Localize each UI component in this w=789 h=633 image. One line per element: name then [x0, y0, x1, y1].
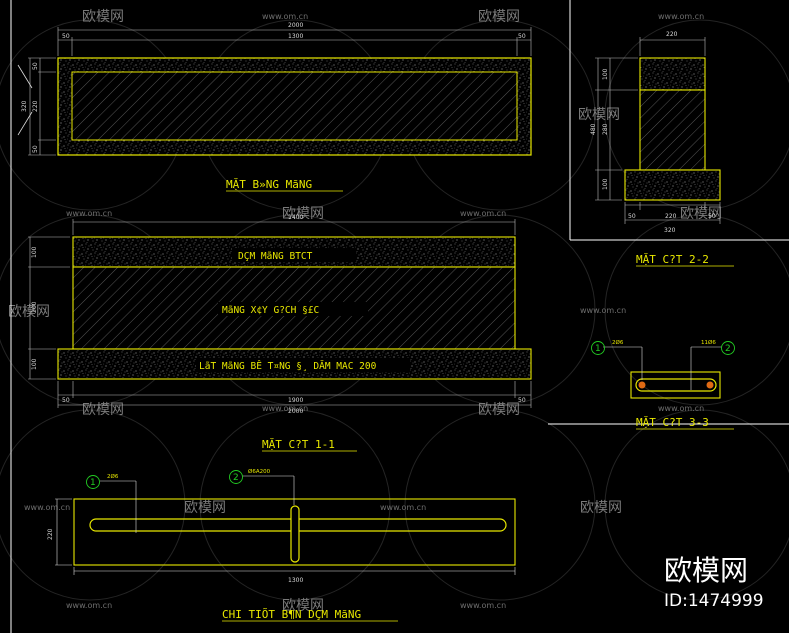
plan-view: 2000 50 1300 50 50 220 50 320 MẶT B»NG M… — [17, 22, 532, 192]
beam-mark-1: 1 — [90, 478, 96, 488]
plan-dim-left-top: 50 — [32, 62, 39, 70]
plan-dim-top-left: 50 — [62, 33, 70, 40]
watermark-brand: 欧模网 — [184, 500, 226, 516]
beam-detail-main-bar — [89, 518, 507, 532]
plan-dim-left-bottom: 50 — [32, 145, 39, 153]
watermark-site: www.om.cn — [658, 404, 704, 413]
beam-dim-left: 220 — [47, 528, 54, 540]
section-3-note-1: 2Ø6 — [612, 339, 624, 346]
section-1-view: DÇM MãNG BTCT MãNG X¢Y G?CH §£C LãT MãNG… — [28, 214, 532, 452]
watermark-site: www.om.cn — [460, 209, 506, 218]
watermark-site: www.om.cn — [580, 306, 626, 315]
watermark-brand: 欧模网 — [478, 9, 520, 25]
section-2-dim-top: 220 — [666, 31, 678, 38]
watermark-brand: 欧模网 — [82, 9, 124, 25]
plan-view-title: MẶT B»NG MãNG — [226, 178, 312, 191]
section-1-dim-left-mid: 200 — [31, 301, 38, 313]
section-2-base — [624, 169, 721, 201]
beam-dim-bottom: 1300 — [288, 577, 303, 584]
section-1-base-label: LãT MãNG BÊ T¤NG §¸ DĂM MAC 200 — [199, 360, 377, 372]
watermark-brand: 欧模网 — [282, 598, 324, 614]
plan-dim-left-mid: 220 — [32, 100, 39, 112]
beam-detail-view: 1 2 2Ø6 Ø6A200 220 1300 CHI TIÕT B¶N DÇM… — [47, 468, 516, 622]
section-1-dim-bottom-mid: 1900 — [288, 397, 303, 404]
section-1-dim-top: 1400 — [288, 214, 303, 221]
section-3-outline — [630, 371, 721, 399]
beam-detail-title: CHI TIÕT B¶N DÇM MãNG — [222, 608, 361, 621]
watermark-brand: 欧模网 — [282, 206, 324, 222]
section-2-dim-bottom-right: 50 — [708, 213, 716, 220]
plan-dim-left-total: 320 — [21, 100, 28, 112]
watermark-site: www.om.cn — [262, 404, 308, 413]
section-2-beam — [639, 57, 706, 91]
drawing-frame — [10, 0, 789, 633]
beam-detail-stirrup — [290, 505, 300, 563]
section-3-view: 1 2 2Ø6 11Ø6 MẶT C?T 3-3 — [591, 339, 735, 430]
section-1-wall-label: MãNG X¢Y G?CH §£C — [222, 305, 319, 316]
section-2-dim-bottom-left: 50 — [628, 213, 636, 220]
beam-note-1: 2Ø6 — [107, 473, 119, 480]
section-2-wall — [639, 89, 706, 171]
section-3-note-2: 11Ø6 — [701, 339, 716, 346]
section-2-dim-left-mid: 280 — [602, 123, 609, 135]
watermark-site: www.om.cn — [262, 12, 308, 21]
section-1-dim-left-top: 100 — [31, 246, 38, 258]
beam-note-2: Ø6A200 — [248, 468, 271, 475]
watermark-brand: 欧模网 — [578, 107, 620, 123]
section-2-view: 220 100 280 100 480 50 220 50 320 MẶT C?… — [590, 31, 734, 267]
plan-inner-wall — [71, 71, 518, 141]
brand-logo: 欧模网 ID:1474999 — [664, 554, 764, 611]
watermark-brand: 欧模网 — [82, 402, 124, 418]
watermark-site: www.om.cn — [24, 503, 70, 512]
beam-mark-1-circle — [86, 475, 100, 489]
section-3-mark-2-circle — [721, 341, 735, 355]
plan-dim-top-right: 50 — [518, 33, 526, 40]
label-bg — [232, 248, 356, 262]
section-1-dim-total: 2000 — [288, 408, 303, 415]
logo-id: ID:1474999 — [664, 591, 764, 611]
watermark-site: www.om.cn — [66, 209, 112, 218]
section-1-beam-label: DÇM MãNG BTCT — [238, 251, 313, 262]
watermark-site: www.om.cn — [66, 601, 112, 610]
beam-detail-outline — [73, 498, 516, 566]
beam-mark-2: 2 — [233, 473, 239, 483]
plan-dim-top-mid: 1300 — [288, 33, 303, 40]
watermark-site: www.om.cn — [658, 12, 704, 21]
section-2-dim-total: 320 — [664, 227, 676, 234]
section-2-dim-left-total: 480 — [590, 123, 597, 135]
section-1-title: MẶT C?T 1-1 — [262, 438, 335, 451]
section-3-title: MẶT C?T 3-3 — [636, 416, 709, 429]
section-3-mark-2: 2 — [725, 344, 731, 354]
logo-brand: 欧模网 — [664, 554, 748, 587]
section-1-dim-bottom-left: 50 — [62, 397, 70, 404]
section-1-dim-bottom-right: 50 — [518, 397, 526, 404]
section-2-dim-bottom-mid: 220 — [665, 213, 677, 220]
watermark-site: www.om.cn — [460, 601, 506, 610]
label-bg — [196, 358, 410, 372]
watermark-brand: 欧模网 — [580, 500, 622, 516]
beam-mark-2-circle — [229, 470, 243, 484]
watermark-brand: 欧模网 — [8, 304, 50, 320]
section-2-dim-left-top: 100 — [602, 68, 609, 80]
section-1-dim-left-bottom: 100 — [31, 358, 38, 370]
section-2-title: MẶT C?T 2-2 — [636, 253, 709, 266]
label-bg — [218, 302, 368, 316]
watermark-brand: 欧模网 — [680, 206, 722, 222]
section-2-dim-left-bottom: 100 — [602, 178, 609, 190]
section-3-mark-1-circle — [591, 341, 605, 355]
watermark-brand: 欧模网 — [478, 402, 520, 418]
plan-dim-total: 2000 — [288, 22, 303, 29]
watermark-site: www.om.cn — [380, 503, 426, 512]
section-3-mark-1: 1 — [595, 344, 601, 354]
